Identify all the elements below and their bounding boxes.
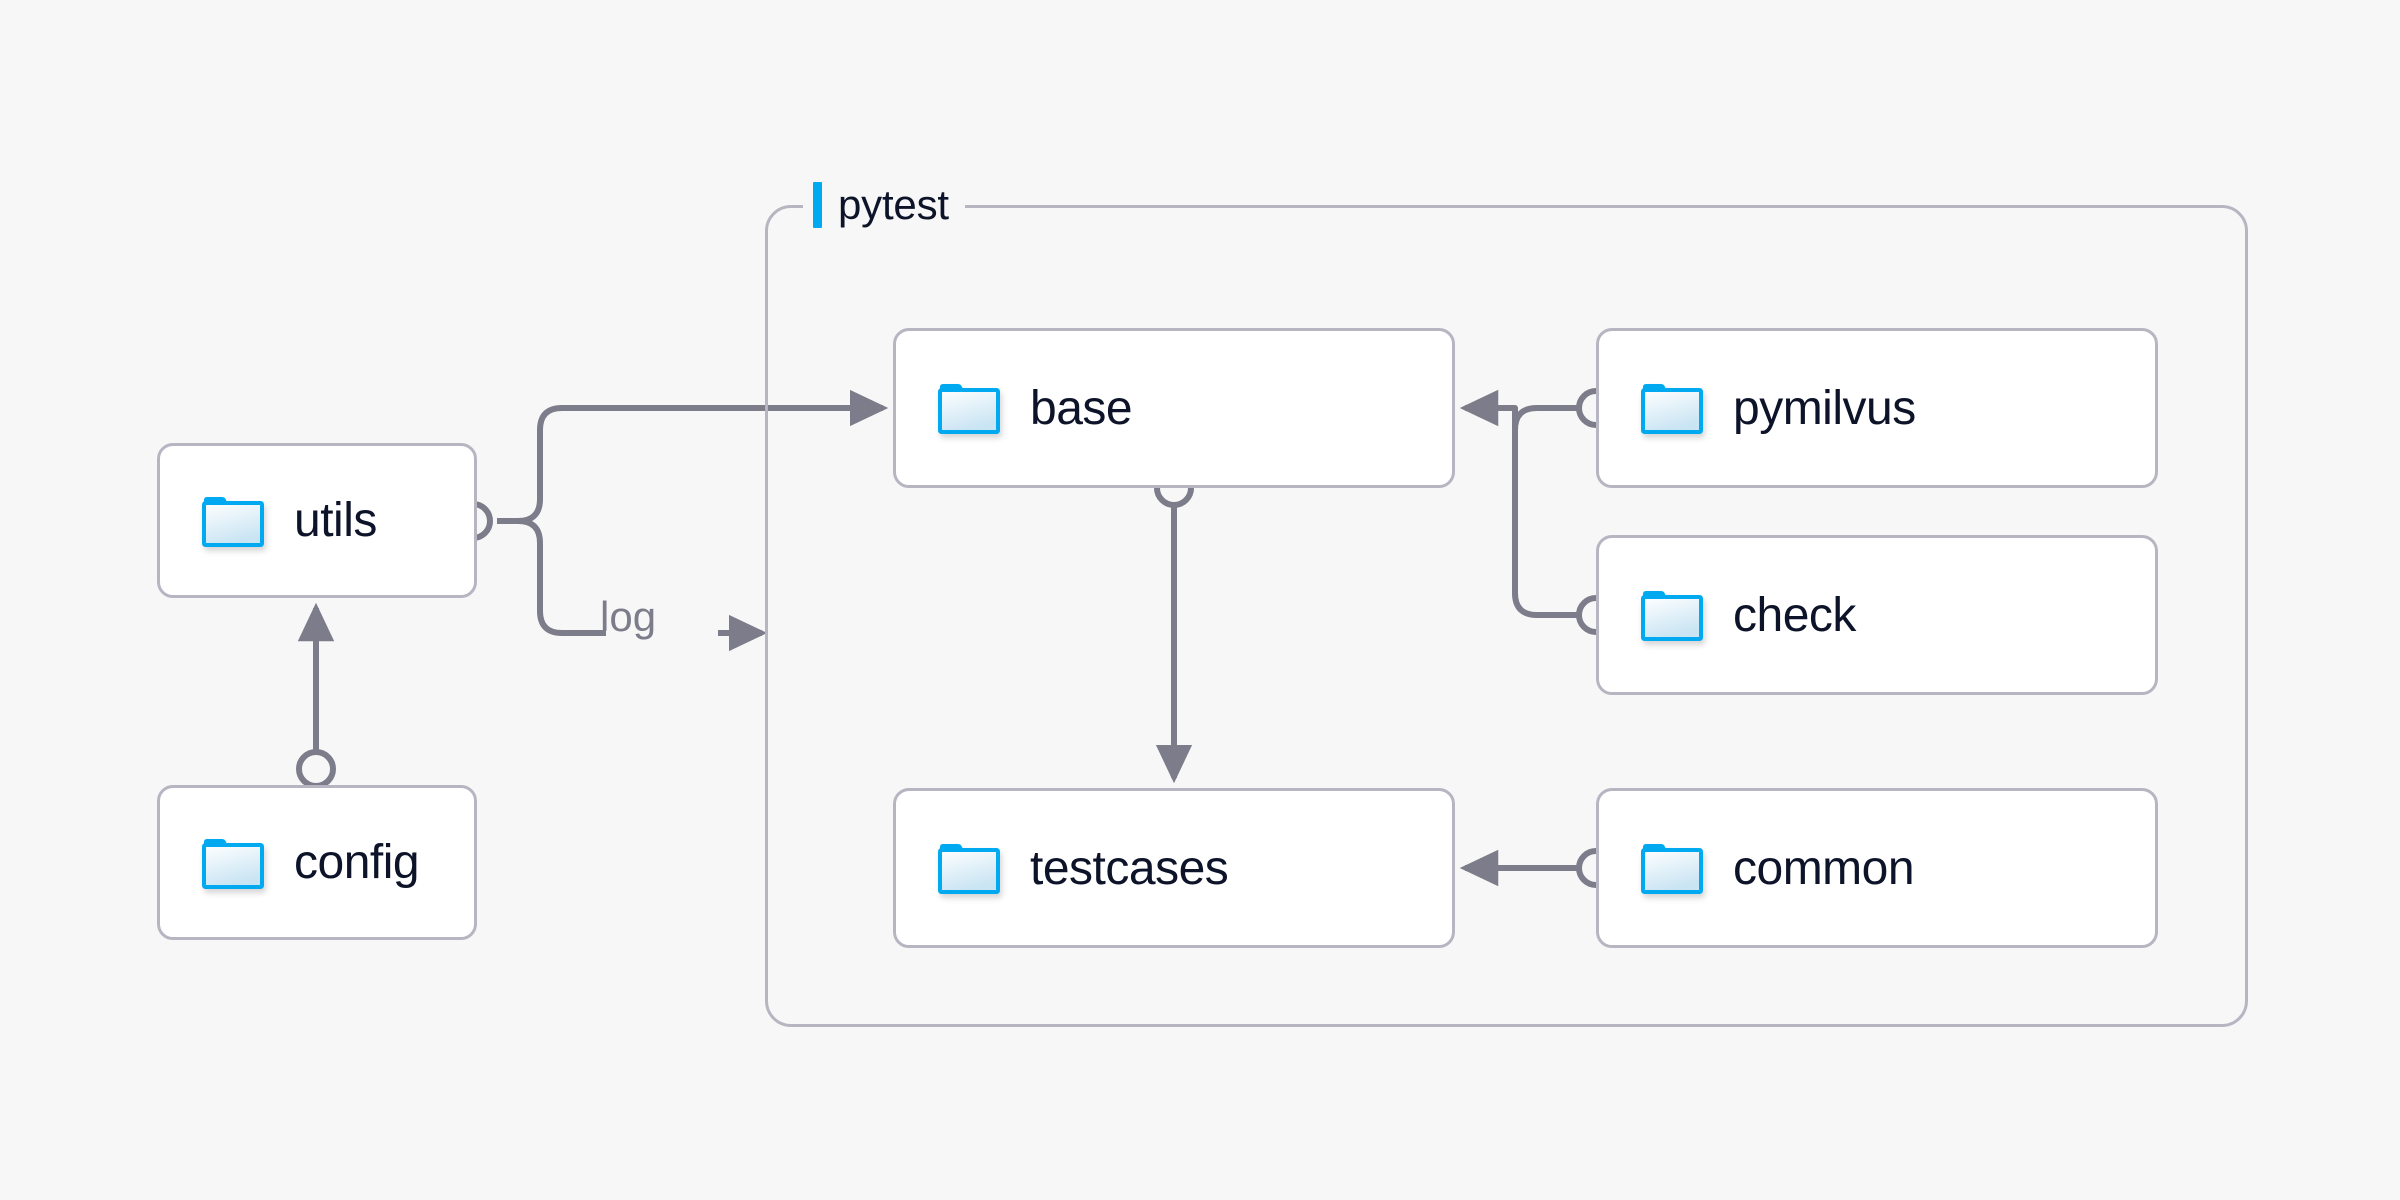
folder-icon [1641, 382, 1703, 434]
node-base[interactable]: base [893, 328, 1455, 488]
edge-label-log: log [600, 593, 657, 640]
folder-icon [938, 842, 1000, 894]
node-label: base [1030, 381, 1133, 435]
node-utils[interactable]: utils [157, 443, 477, 598]
node-testcases[interactable]: testcases [893, 788, 1455, 948]
folder-icon [1641, 842, 1703, 894]
node-label: pymilvus [1733, 381, 1916, 435]
node-label: check [1733, 588, 1856, 642]
group-pytest-label: pytest [803, 176, 965, 234]
port-config-top[interactable] [296, 749, 336, 789]
folder-icon [202, 837, 264, 889]
folder-icon [202, 495, 264, 547]
group-pytest[interactable] [765, 205, 2248, 1027]
group-pytest-label-text: pytest [838, 181, 949, 228]
node-label: testcases [1030, 841, 1229, 895]
node-pymilvus[interactable]: pymilvus [1596, 328, 2158, 488]
node-label: config [294, 836, 420, 889]
node-common[interactable]: common [1596, 788, 2158, 948]
node-label: utils [294, 494, 377, 547]
node-label: common [1733, 841, 1915, 895]
folder-icon [1641, 589, 1703, 641]
node-config[interactable]: config [157, 785, 477, 940]
accent-bar-icon [813, 182, 822, 228]
node-check[interactable]: check [1596, 535, 2158, 695]
folder-icon [938, 382, 1000, 434]
edge-utils-to-log [497, 518, 606, 636]
